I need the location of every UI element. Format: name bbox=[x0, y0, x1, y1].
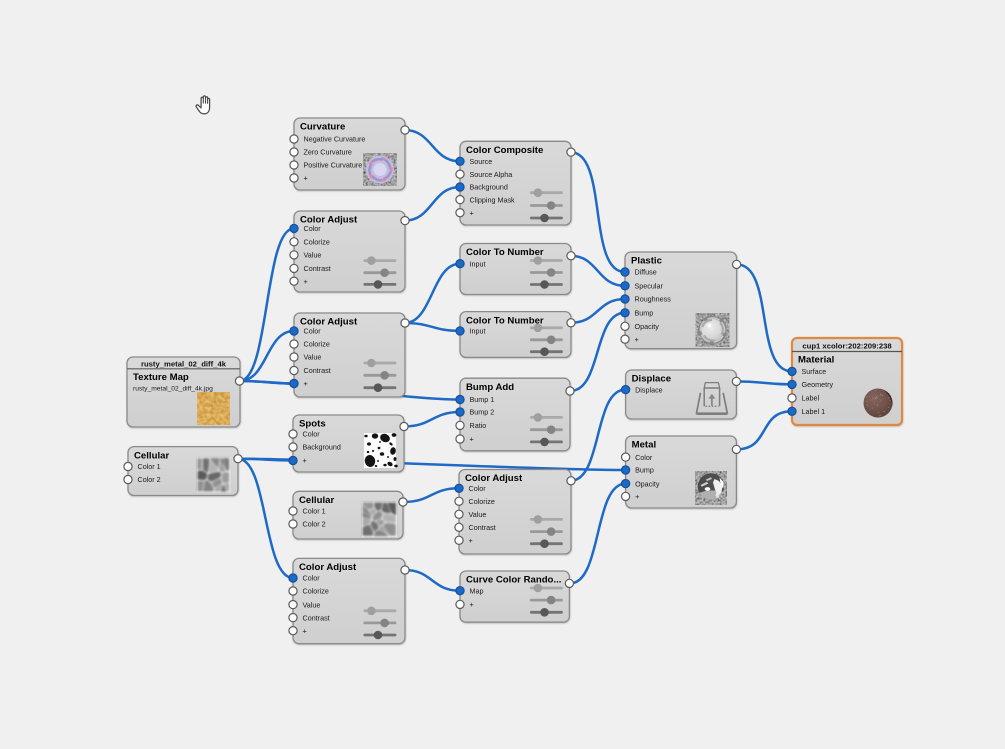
svg-text:Background: Background bbox=[303, 443, 341, 452]
svg-text:Curve Color Rando...: Curve Color Rando... bbox=[466, 575, 561, 586]
svg-text:Colorize: Colorize bbox=[469, 497, 495, 506]
svg-text:Color To Number: Color To Number bbox=[466, 315, 544, 326]
svg-text:Curvature: Curvature bbox=[300, 122, 345, 133]
svg-text:Roughness: Roughness bbox=[635, 295, 672, 304]
svg-text:Input: Input bbox=[470, 327, 486, 336]
svg-text:Colorize: Colorize bbox=[304, 340, 330, 349]
svg-text:Cellular: Cellular bbox=[299, 495, 334, 506]
svg-text:cup1 xcolor:202:209:238: cup1 xcolor:202:209:238 bbox=[802, 341, 892, 350]
svg-text:Color: Color bbox=[469, 484, 487, 493]
svg-text:Color Adjust: Color Adjust bbox=[465, 473, 523, 484]
svg-text:Label: Label bbox=[802, 394, 820, 403]
svg-text:+: + bbox=[303, 456, 307, 465]
svg-text:Color 1: Color 1 bbox=[138, 462, 161, 471]
svg-text:Contrast: Contrast bbox=[304, 366, 331, 375]
svg-text:Positive Curvature: Positive Curvature bbox=[304, 161, 363, 170]
svg-text:+: + bbox=[470, 600, 474, 609]
svg-text:Bump 1: Bump 1 bbox=[470, 395, 495, 404]
svg-text:Color 1: Color 1 bbox=[303, 507, 326, 516]
svg-text:Bump: Bump bbox=[635, 466, 654, 475]
svg-text:Input: Input bbox=[470, 259, 486, 268]
svg-text:Color Adjust: Color Adjust bbox=[299, 562, 357, 573]
svg-text:Color: Color bbox=[303, 574, 321, 583]
svg-text:Colorize: Colorize bbox=[304, 238, 330, 247]
svg-text:Color Adjust: Color Adjust bbox=[300, 215, 358, 226]
svg-text:Color: Color bbox=[304, 224, 322, 233]
svg-text:Color 2: Color 2 bbox=[303, 520, 326, 529]
svg-text:Clipping Mask: Clipping Mask bbox=[470, 195, 516, 204]
svg-text:Metal: Metal bbox=[632, 440, 657, 451]
svg-text:Plastic: Plastic bbox=[631, 256, 663, 267]
svg-text:Value: Value bbox=[304, 353, 322, 362]
svg-text:Label 1: Label 1 bbox=[802, 407, 826, 416]
svg-text:Color: Color bbox=[303, 430, 321, 439]
svg-text:+: + bbox=[470, 208, 474, 217]
svg-text:Value: Value bbox=[469, 510, 487, 519]
svg-text:Colorize: Colorize bbox=[303, 587, 329, 596]
svg-text:Spots: Spots bbox=[299, 419, 326, 430]
svg-text:Color: Color bbox=[635, 453, 653, 462]
svg-text:Map: Map bbox=[470, 586, 484, 595]
svg-text:Color Adjust: Color Adjust bbox=[300, 317, 358, 328]
svg-text:Source: Source bbox=[470, 157, 493, 166]
svg-text:Texture Map: Texture Map bbox=[133, 372, 189, 383]
svg-text:Source Alpha: Source Alpha bbox=[470, 170, 513, 179]
svg-text:Diffuse: Diffuse bbox=[635, 268, 657, 277]
svg-text:rusty_metal_02_diff_4k: rusty_metal_02_diff_4k bbox=[141, 359, 227, 368]
svg-text:Material: Material bbox=[798, 355, 834, 366]
svg-text:Geometry: Geometry bbox=[802, 380, 834, 389]
svg-text:Negative Curvature: Negative Curvature bbox=[304, 135, 366, 144]
svg-text:Bump Add: Bump Add bbox=[466, 382, 514, 393]
svg-text:Ratio: Ratio bbox=[470, 421, 487, 430]
svg-text:Value: Value bbox=[304, 251, 322, 260]
svg-text:+: + bbox=[635, 335, 639, 344]
svg-text:Bump 2: Bump 2 bbox=[470, 408, 495, 417]
svg-text:Opacity: Opacity bbox=[635, 479, 660, 488]
svg-text:Color 2: Color 2 bbox=[138, 475, 161, 484]
svg-text:Color Composite: Color Composite bbox=[466, 145, 543, 156]
svg-text:Bump: Bump bbox=[635, 309, 654, 318]
svg-text:Color To Number: Color To Number bbox=[466, 247, 544, 258]
svg-text:Surface: Surface bbox=[802, 367, 827, 376]
svg-text:Color: Color bbox=[304, 327, 322, 336]
svg-text:Specular: Specular bbox=[635, 282, 664, 291]
svg-text:Opacity: Opacity bbox=[635, 322, 660, 331]
svg-text:Contrast: Contrast bbox=[303, 613, 330, 622]
svg-text:Contrast: Contrast bbox=[469, 523, 496, 532]
svg-text:Cellular: Cellular bbox=[134, 450, 169, 461]
svg-text:Zero Curvature: Zero Curvature bbox=[304, 148, 352, 157]
svg-text:+: + bbox=[470, 435, 474, 444]
svg-text:+: + bbox=[304, 174, 308, 183]
svg-text:Displace: Displace bbox=[632, 374, 671, 385]
svg-text:+: + bbox=[304, 277, 308, 286]
svg-text:+: + bbox=[469, 536, 473, 545]
svg-text:+: + bbox=[304, 379, 308, 388]
svg-text:Background: Background bbox=[470, 183, 508, 192]
svg-text:+: + bbox=[303, 626, 307, 635]
svg-text:Displace: Displace bbox=[635, 385, 663, 394]
svg-text:Contrast: Contrast bbox=[304, 264, 331, 273]
svg-text:Value: Value bbox=[303, 600, 321, 609]
svg-text:rusty_metal_02_diff_4k.jpg: rusty_metal_02_diff_4k.jpg bbox=[133, 386, 213, 393]
svg-text:+: + bbox=[635, 492, 639, 501]
